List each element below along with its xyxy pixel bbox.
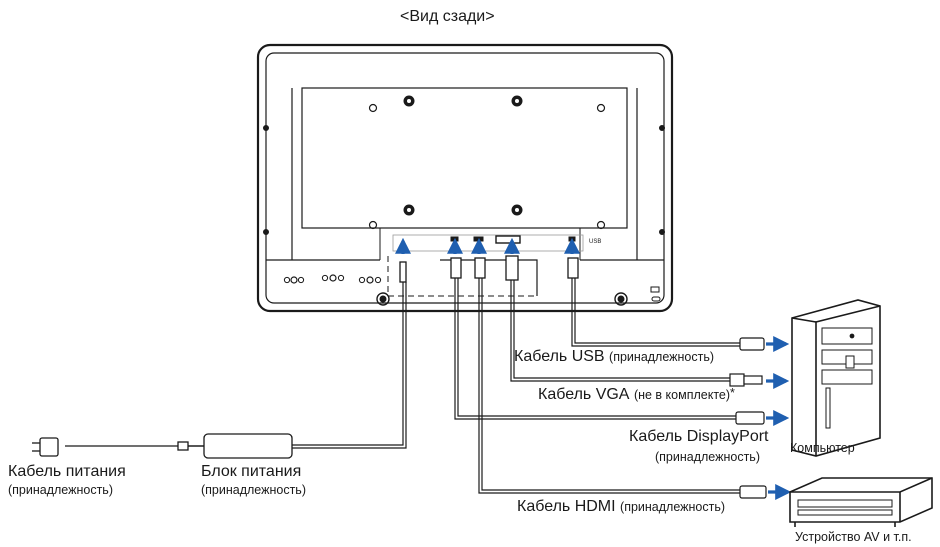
- monitor-rear: [256, 43, 674, 313]
- av-device-label: Устройство AV и т.п.: [795, 530, 912, 544]
- vga-cable-label: Кабель VGA (не в комплекте)*: [538, 386, 735, 404]
- hdmi-cable-note: (принадлежность): [620, 500, 726, 514]
- plugs: [399, 255, 579, 283]
- computer-label: Компьютер: [790, 441, 855, 455]
- power-cable-note: (принадлежность): [8, 483, 113, 497]
- hdmi-cable-name: Кабель HDMI: [517, 498, 616, 515]
- usb-port-label: USB: [589, 239, 602, 245]
- cable-end-connectors: [729, 337, 767, 499]
- av-device-icon: [789, 477, 933, 527]
- power-adapter-note: (принадлежность): [201, 483, 306, 497]
- usb-cable-name: Кабель USB: [514, 348, 605, 365]
- usb-cable-note: (принадлежность): [609, 350, 715, 364]
- computer-icon: [791, 299, 881, 457]
- displayport-cable-note: (принадлежность): [655, 450, 760, 464]
- vga-cable-note: (не в комплекте): [633, 388, 731, 402]
- hdmi-cable-label: Кабель HDMI (принадлежность): [517, 498, 725, 516]
- power-adapter: [32, 433, 293, 459]
- vga-cable-mark: *: [730, 386, 735, 400]
- usb-cable-label: Кабель USB (принадлежность): [514, 348, 714, 366]
- cables: [65, 278, 740, 494]
- power-adapter-name: Блок питания: [201, 463, 302, 480]
- vga-cable-name: Кабель VGA: [538, 386, 630, 403]
- page-title: <Вид сзади>: [400, 8, 495, 25]
- connection-arrows: [395, 237, 792, 500]
- displayport-cable-name: Кабель DisplayPort: [629, 428, 769, 445]
- power-cable-name: Кабель питания: [8, 463, 126, 480]
